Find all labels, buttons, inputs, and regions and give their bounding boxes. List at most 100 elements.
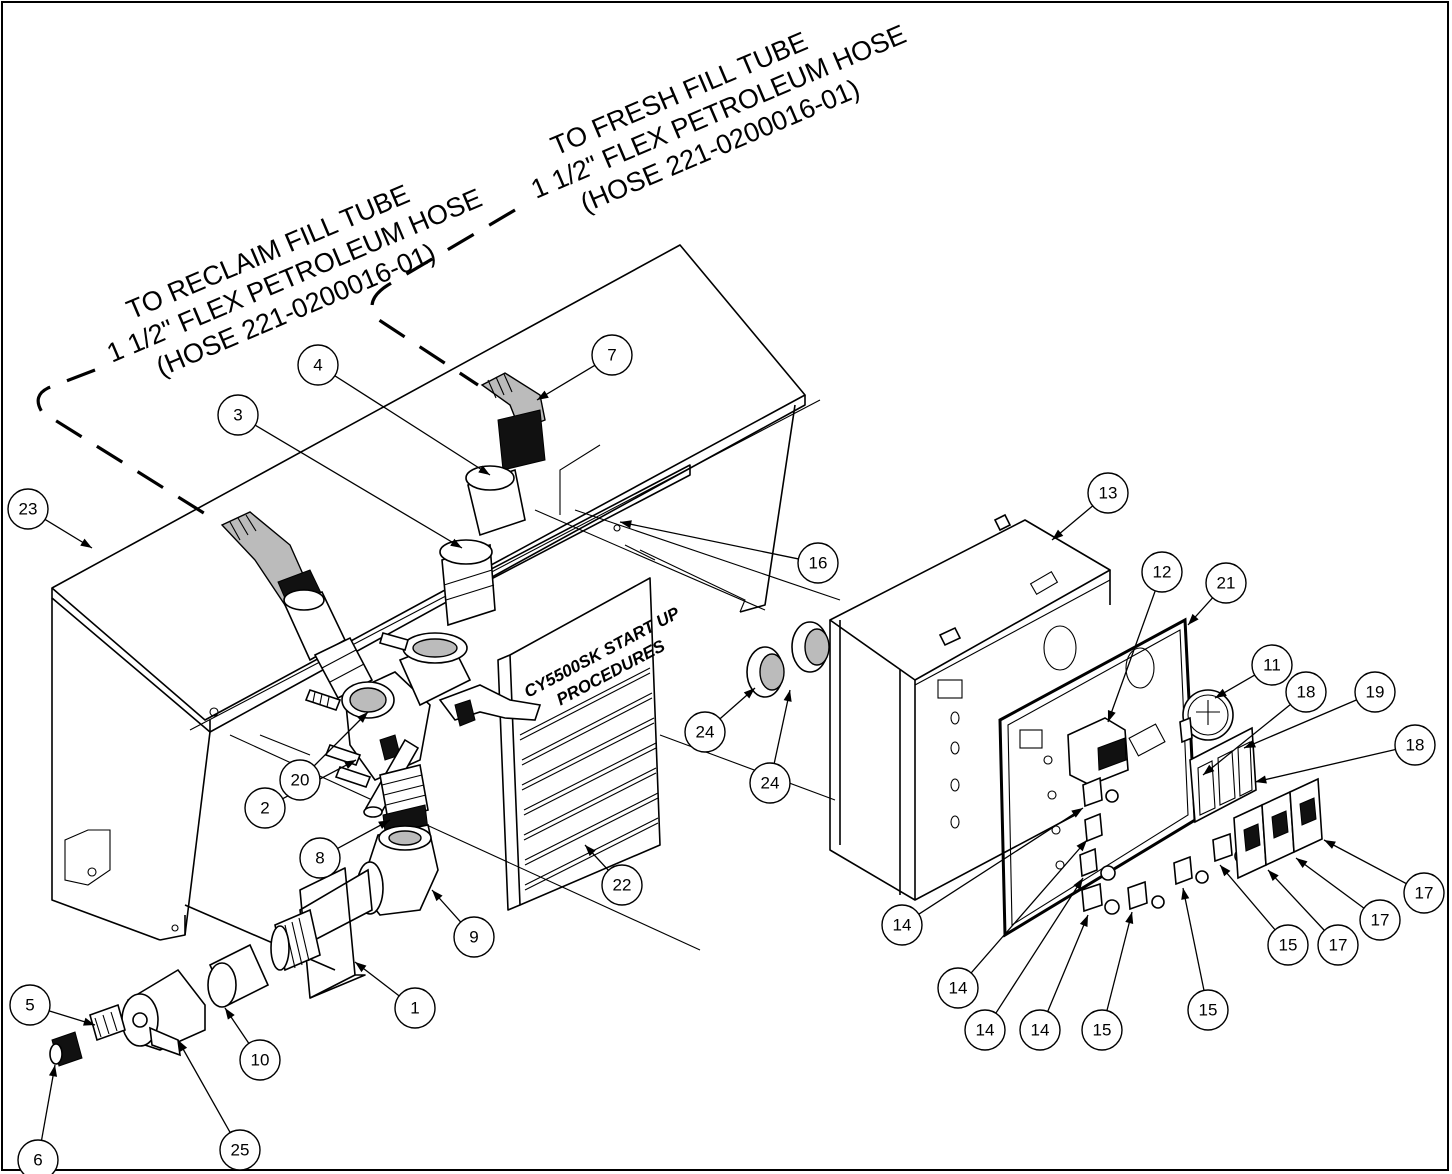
callout-circle: [1354, 671, 1396, 713]
callout-arrowhead: [783, 690, 792, 702]
callout-circle: [9, 984, 51, 1026]
callout-b20: 20: [279, 711, 369, 801]
callout-arrowhead: [178, 1040, 188, 1052]
callout-leader: [995, 877, 1084, 1014]
bulkhead-connectors: [746, 621, 830, 698]
callout-number: 23: [19, 500, 38, 519]
callout-b18a: 18: [1202, 671, 1327, 776]
callout-leader: [1182, 887, 1205, 991]
callout-b10: 10: [224, 1007, 281, 1081]
callout-arrowhead: [1107, 710, 1116, 722]
callout-b17b: 17: [1295, 857, 1401, 941]
callout-leader: [1106, 911, 1133, 1011]
callout-leader: [1295, 857, 1365, 909]
callout-arrowhead: [620, 520, 632, 529]
reclaim-hose-route: [36, 368, 216, 522]
callout-leader: [773, 689, 791, 764]
callout-circle: [601, 864, 643, 906]
callout-arrowhead: [1324, 840, 1336, 849]
callout-circle: [1394, 724, 1436, 766]
callout-circle: [1141, 551, 1183, 593]
callout-arrowhead: [344, 760, 356, 769]
callout-b6: 6: [17, 1064, 59, 1174]
callout-number: 19: [1366, 683, 1385, 702]
callout-leader: [1323, 839, 1407, 885]
callout-b1: 1: [354, 961, 436, 1029]
callout-leader: [40, 1064, 56, 1141]
callout-number: 22: [613, 876, 632, 895]
callout-b21: 21: [1187, 562, 1247, 626]
callout-b14d: 14: [1019, 914, 1089, 1051]
callout-arrowhead: [585, 845, 596, 857]
callout-circle: [1187, 989, 1229, 1031]
callout-b23: 23: [7, 488, 93, 549]
callout-number: 7: [607, 346, 616, 365]
callout-number: 4: [313, 356, 322, 375]
callout-b17c: 17: [1323, 839, 1445, 914]
callout-arrowhead: [48, 1065, 58, 1077]
callout-b24a: 24: [684, 687, 756, 753]
callout-arrowhead: [357, 712, 368, 723]
callout-arrowhead: [1125, 912, 1134, 924]
callout-b12: 12: [1107, 551, 1183, 723]
callout-b14b: 14: [937, 839, 1088, 1009]
callout-circle: [244, 787, 286, 829]
callout-number: 14: [976, 1021, 995, 1040]
callout-arrowhead: [355, 962, 367, 973]
callout-arrowhead: [1215, 688, 1227, 698]
callout-circle: [797, 542, 839, 584]
callout-leader: [1243, 699, 1357, 749]
callout-arrowhead: [1255, 775, 1267, 784]
callout-leader: [1267, 869, 1325, 931]
callout-circle: [1285, 671, 1327, 713]
callout-number: 14: [1031, 1021, 1050, 1040]
callout-b14a: 14: [881, 807, 1084, 946]
callout-leader: [619, 521, 799, 560]
callout-leader: [334, 375, 491, 476]
callout-leader: [1202, 704, 1291, 776]
callout-number: 6: [33, 1151, 42, 1170]
callout-number: 2: [260, 799, 269, 818]
fresh-hose-route: [370, 208, 516, 387]
callout-number: 11: [1263, 656, 1281, 675]
callout-circle: [1359, 899, 1401, 941]
callout-b18b: 18: [1254, 724, 1436, 784]
callout-circle: [1251, 644, 1293, 686]
callout-arrowhead: [1220, 865, 1231, 877]
callout-leader: [1107, 590, 1156, 723]
callout-circle: [1087, 472, 1129, 514]
callout-number: 1: [410, 999, 419, 1018]
callout-b5: 5: [9, 984, 96, 1026]
callout-arrowhead: [1188, 613, 1199, 625]
panel-components: [1067, 689, 1323, 915]
callout-circle: [591, 334, 633, 376]
callout-number: 15: [1199, 1001, 1218, 1020]
callout-number: 14: [949, 979, 968, 998]
callout-number: 12: [1153, 563, 1172, 582]
callout-b24b: 24: [749, 689, 792, 804]
callout-arrowhead: [478, 465, 490, 475]
callout-arrowhead: [1268, 870, 1279, 882]
callout-number: 24: [696, 723, 715, 742]
callout-circle: [17, 1139, 59, 1174]
callout-b15c: 15: [1219, 864, 1309, 966]
callout-number: 3: [233, 406, 242, 425]
callout-circle: [881, 904, 923, 946]
callout-leader: [1047, 914, 1089, 1012]
callout-circle: [1081, 1009, 1123, 1051]
callout-number: 17: [1415, 884, 1434, 903]
callout-arrowhead: [743, 688, 755, 699]
callout-number: 14: [893, 916, 912, 935]
callout-arrowhead: [1052, 529, 1064, 540]
callout-number: 15: [1279, 936, 1298, 955]
callout-circle: [749, 762, 791, 804]
callout-arrowhead: [225, 1008, 235, 1020]
callout-b9: 9: [431, 889, 495, 958]
callout-number: 25: [231, 1141, 250, 1160]
callout-arrowhead: [1296, 858, 1308, 869]
callout-circle: [964, 1009, 1006, 1051]
callout-arrowhead: [1076, 840, 1087, 852]
callout-arrowhead: [432, 890, 443, 902]
callout-number: 9: [469, 928, 478, 947]
